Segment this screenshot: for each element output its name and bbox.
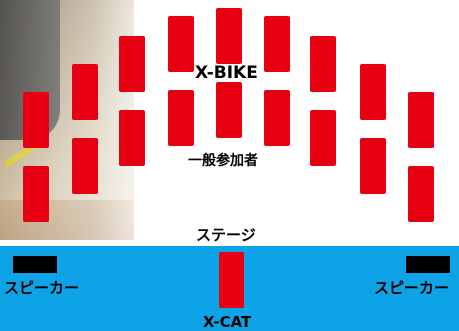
photo-fade xyxy=(0,0,134,240)
speaker-left-label: スピーカー xyxy=(4,279,80,297)
seat xyxy=(408,92,434,148)
speaker-left xyxy=(13,256,57,273)
seat xyxy=(168,16,194,72)
seat xyxy=(408,166,434,222)
seat xyxy=(310,110,336,166)
seat xyxy=(216,8,242,64)
seat xyxy=(168,90,194,146)
background-photo xyxy=(0,0,134,240)
general-participants-label: 一般参加者 xyxy=(188,153,258,169)
seat xyxy=(360,138,386,194)
seat xyxy=(310,36,336,92)
seat xyxy=(264,90,290,146)
xbike-label: X-BIKE xyxy=(195,63,258,83)
speaker-right-label: スピーカー xyxy=(374,279,450,297)
speaker-right xyxy=(406,256,450,273)
seat xyxy=(72,64,98,120)
seat xyxy=(264,16,290,72)
seat xyxy=(23,92,49,148)
stage-label: ステージ xyxy=(196,226,256,244)
seat xyxy=(216,82,242,138)
seat xyxy=(360,64,386,120)
seat xyxy=(119,36,145,92)
seat xyxy=(72,138,98,194)
xcat-seat xyxy=(219,252,244,308)
seat xyxy=(23,166,49,222)
xcat-label: X-CAT xyxy=(203,313,252,331)
seat xyxy=(119,110,145,166)
